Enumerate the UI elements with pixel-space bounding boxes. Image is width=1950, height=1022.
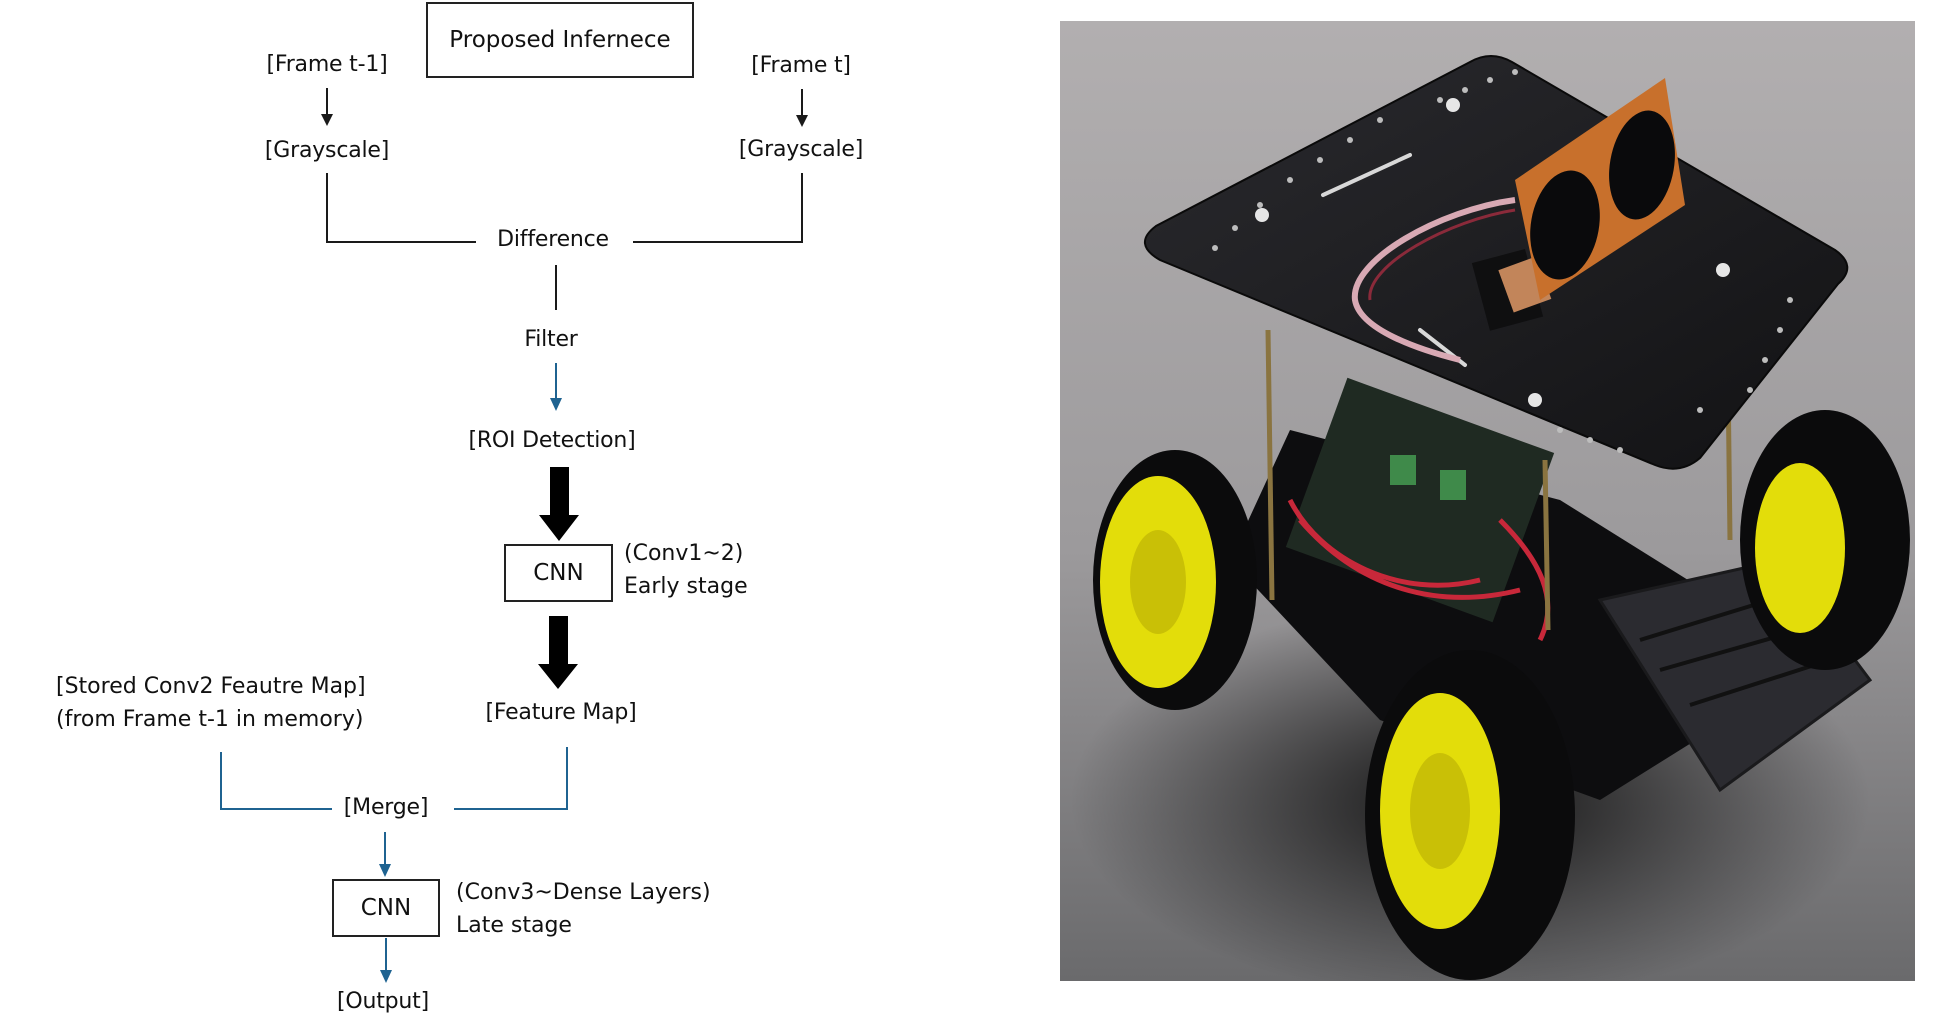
wheel-front-center [1365,650,1575,980]
feature-map-label: [Feature Map] [485,700,637,725]
diagram-connectors [220,88,808,983]
cnn-early-label: CNN [533,560,584,586]
difference-label: Difference [497,227,609,252]
plate-slot [1321,153,1412,197]
green-terminal [1440,470,1466,500]
connector-right-grayscale-to-difference [633,173,803,243]
frame-t-minus-1-label: [Frame t-1] [266,52,388,77]
connector-left-grayscale-to-difference [326,173,476,243]
sensor-wires [1351,197,1516,363]
stored-map-note: [Stored Conv2 Feautre Map] (from Frame t… [56,670,366,736]
robot-car-illustration [1060,21,1915,981]
grayscale-right-label: [Grayscale] [738,137,864,162]
ultrasonic-transducers [1530,110,1675,280]
red-wires [1287,498,1551,642]
connector-feature-map-to-merge [454,747,568,810]
diagram-title: Proposed Infernece [449,27,671,53]
cnn-late-box: CNN [332,879,440,937]
cnn-late-note-line1: (Conv3~Dense Layers) [456,880,711,905]
stored-map-line2: (from Frame t-1 in memory) [56,707,364,732]
thick-arrow-roi-to-cnn [539,467,579,541]
arrow-frame-t-minus-1-to-grayscale [321,88,333,126]
filter-label: Filter [524,327,578,352]
robot-car-photo [1060,21,1915,981]
plate-screws [1255,98,1730,407]
stored-map-line1: [Stored Conv2 Feautre Map] [56,674,366,699]
standoff [1542,459,1551,631]
cnn-late-label: CNN [360,895,412,921]
cnn-early-note: (Conv1~2) Early stage [624,537,748,603]
arrow-cnn-to-output [380,938,392,983]
wheel-rear-right [1740,410,1910,670]
cnn-early-note-line2: Early stage [624,574,748,599]
roi-detection-label: [ROI Detection] [468,428,636,453]
output-label: [Output] [337,989,429,1014]
wheel-front-left [1093,450,1257,710]
thick-arrow-cnn-to-feature-map [538,616,578,689]
cnn-late-note-line2: Late stage [456,913,572,938]
plate-holes [1212,69,1793,453]
diagram-title-box: Proposed Infernece [426,2,694,78]
cnn-late-note: (Conv3~Dense Layers) Late stage [456,876,711,942]
standoff [1265,329,1275,601]
merge-label: [Merge] [343,795,429,820]
arrow-filter-to-roi [550,363,562,411]
cnn-early-note-line1: (Conv1~2) [624,541,744,566]
arrow-frame-t-to-grayscale [796,89,808,127]
connector-stored-map-to-merge [220,752,332,810]
frame-t-label: [Frame t] [751,53,851,78]
grayscale-left-label: [Grayscale] [264,138,390,163]
arrow-merge-to-cnn [379,832,391,877]
green-terminal [1390,455,1416,485]
cnn-early-box: CNN [504,544,613,602]
